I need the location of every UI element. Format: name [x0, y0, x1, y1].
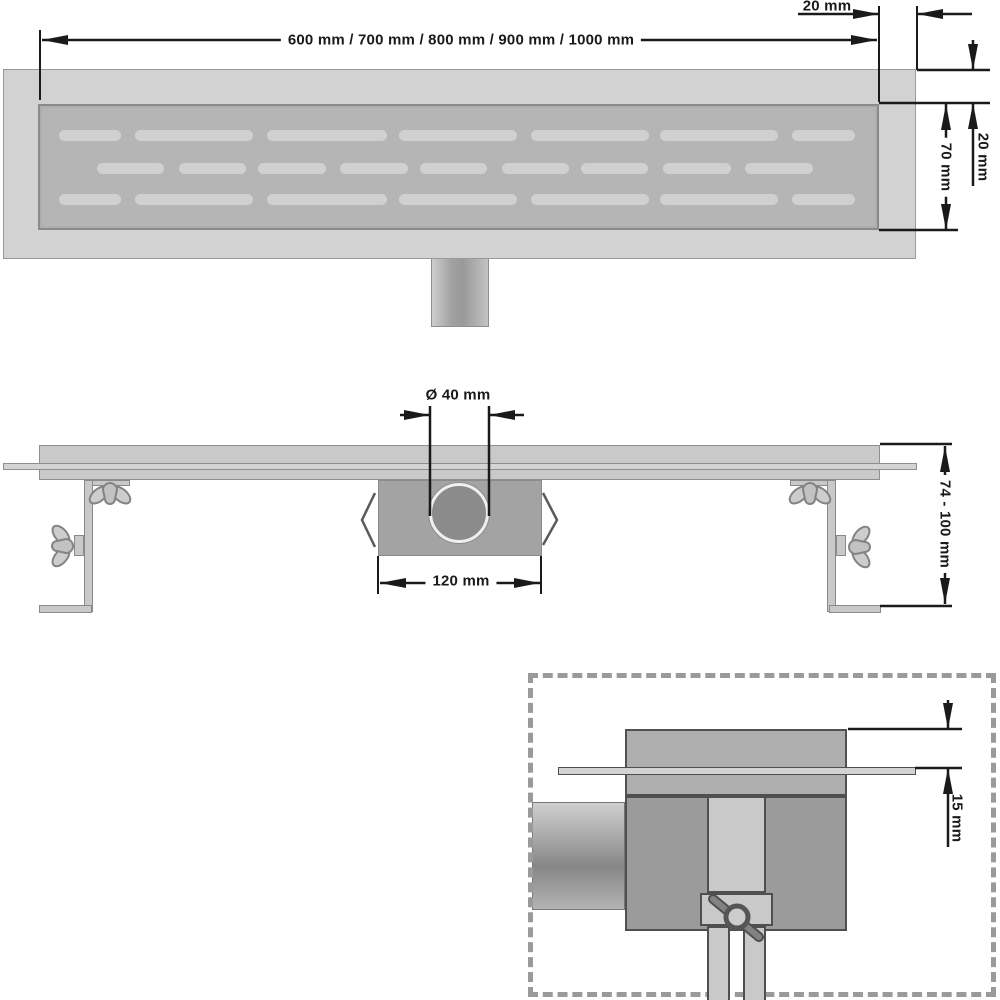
dimension-arrowheads [42, 9, 978, 794]
grate-slot [179, 163, 246, 174]
trap-width-dimension-label: 120 mm [425, 572, 497, 590]
grate-slot [660, 194, 778, 205]
grate-slot [267, 194, 387, 205]
right-bracket-foot [829, 605, 881, 613]
right-break-mark [541, 492, 559, 546]
top-view-outlet-pipe [431, 259, 489, 327]
grate-slot [745, 163, 813, 174]
grate-slot [340, 163, 408, 174]
left-bracket-clamp-plate [74, 535, 84, 556]
grate-slot [135, 194, 253, 205]
grate-slot [59, 130, 121, 141]
grate-width-dimension-label: 70 mm [937, 137, 955, 197]
section-flange-strip [3, 463, 917, 470]
grate-slot [660, 130, 778, 141]
left-top-wing-nut [88, 482, 132, 505]
install-height-dimension-label: 74 - 100 mm [936, 474, 954, 574]
grate-slot [399, 194, 517, 205]
grate-slot [531, 194, 649, 205]
left-bracket-foot [39, 605, 92, 613]
grate-slot [258, 163, 326, 174]
detail-outlet-pipe [532, 802, 625, 910]
dimension-lines [39, 6, 990, 847]
right-side-wing-nut [848, 525, 871, 569]
left-break-mark [360, 492, 377, 548]
left-side-wing-nut [51, 524, 74, 568]
outlet-diameter-dimension-label: Ø 40 mm [425, 386, 491, 404]
detail-edge-height-dimension-label: 15 mm [948, 793, 966, 843]
grate-slot [59, 194, 121, 205]
grate-slot [399, 130, 517, 141]
grate-slot [531, 130, 649, 141]
break-marks [360, 492, 559, 548]
top-view-grate [38, 104, 879, 230]
grate-slot [420, 163, 487, 174]
detail-adjuster-column [707, 796, 766, 893]
right-bracket-clamp-plate [836, 535, 846, 556]
grate-slot [97, 163, 164, 174]
right-top-wing-nut [788, 482, 832, 505]
grate-slot [581, 163, 648, 174]
detail-flange-strip [558, 767, 916, 775]
edge-height-dimension-label: 20 mm [974, 132, 992, 182]
wing-screw-ring [723, 903, 751, 931]
detail-wing-screw [708, 894, 764, 942]
grate-slot [792, 194, 855, 205]
end-cap-width-dimension-label: 20 mm [802, 0, 852, 15]
grate-slot [135, 130, 253, 141]
length-options-dimension-label: 600 mm / 700 mm / 800 mm / 900 mm / 1000… [280, 31, 642, 49]
grate-slot [267, 130, 387, 141]
grate-slot [663, 163, 731, 174]
grate-slot [502, 163, 569, 174]
detail-channel-body [625, 729, 847, 796]
grate-slot [792, 130, 855, 141]
wing-nuts [51, 482, 871, 569]
detail-left-leg [707, 926, 730, 1000]
section-channel-slab [39, 445, 880, 480]
